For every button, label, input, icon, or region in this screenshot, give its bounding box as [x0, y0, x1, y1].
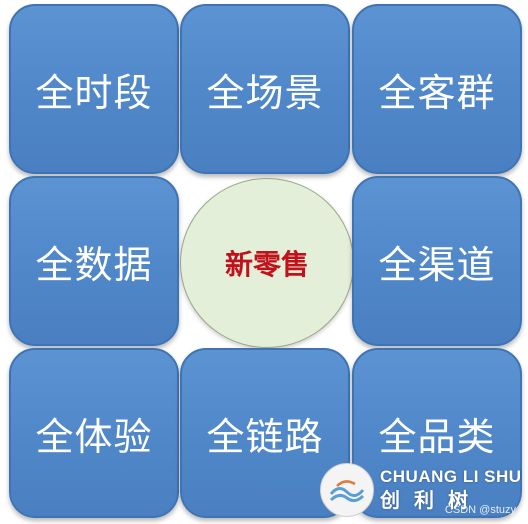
watermark-en: CHUANG LI SHU [380, 467, 522, 486]
tile-label: 全品类 [378, 414, 496, 459]
tile-all-channel: 全渠道 [352, 176, 522, 346]
tile-label: 全场景 [206, 70, 324, 115]
watermark-credit: CSDN @stuzy [444, 504, 516, 516]
tile-label: 全体验 [35, 414, 153, 459]
center-label: 新零售 [224, 248, 309, 281]
tile-all-chain: 全链路 [180, 348, 350, 518]
tile-all-scene: 全场景 [180, 4, 350, 174]
watermark: CHUANG LI SHU 创利树 CSDN @stuzy [320, 460, 524, 520]
center-circle: 新零售 [180, 178, 354, 348]
tile-label: 全数据 [35, 242, 153, 287]
tile-label: 全渠道 [378, 242, 496, 287]
watermark-cn: 创利树 [380, 488, 482, 512]
tile-label: 全客群 [378, 70, 496, 115]
brand-logo-icon [320, 463, 374, 517]
wave-icon [329, 480, 365, 503]
tile-label: 全链路 [206, 414, 324, 459]
tile-all-category: 全品类 [352, 348, 522, 518]
tile-all-experience: 全体验 [9, 348, 179, 518]
watermark-text: CHUANG LI SHU 创利树 [380, 467, 522, 513]
tile-label: 全时段 [35, 70, 153, 115]
tile-all-customer: 全客群 [352, 4, 522, 174]
tile-all-data: 全数据 [9, 176, 179, 346]
tile-all-time: 全时段 [9, 4, 179, 174]
